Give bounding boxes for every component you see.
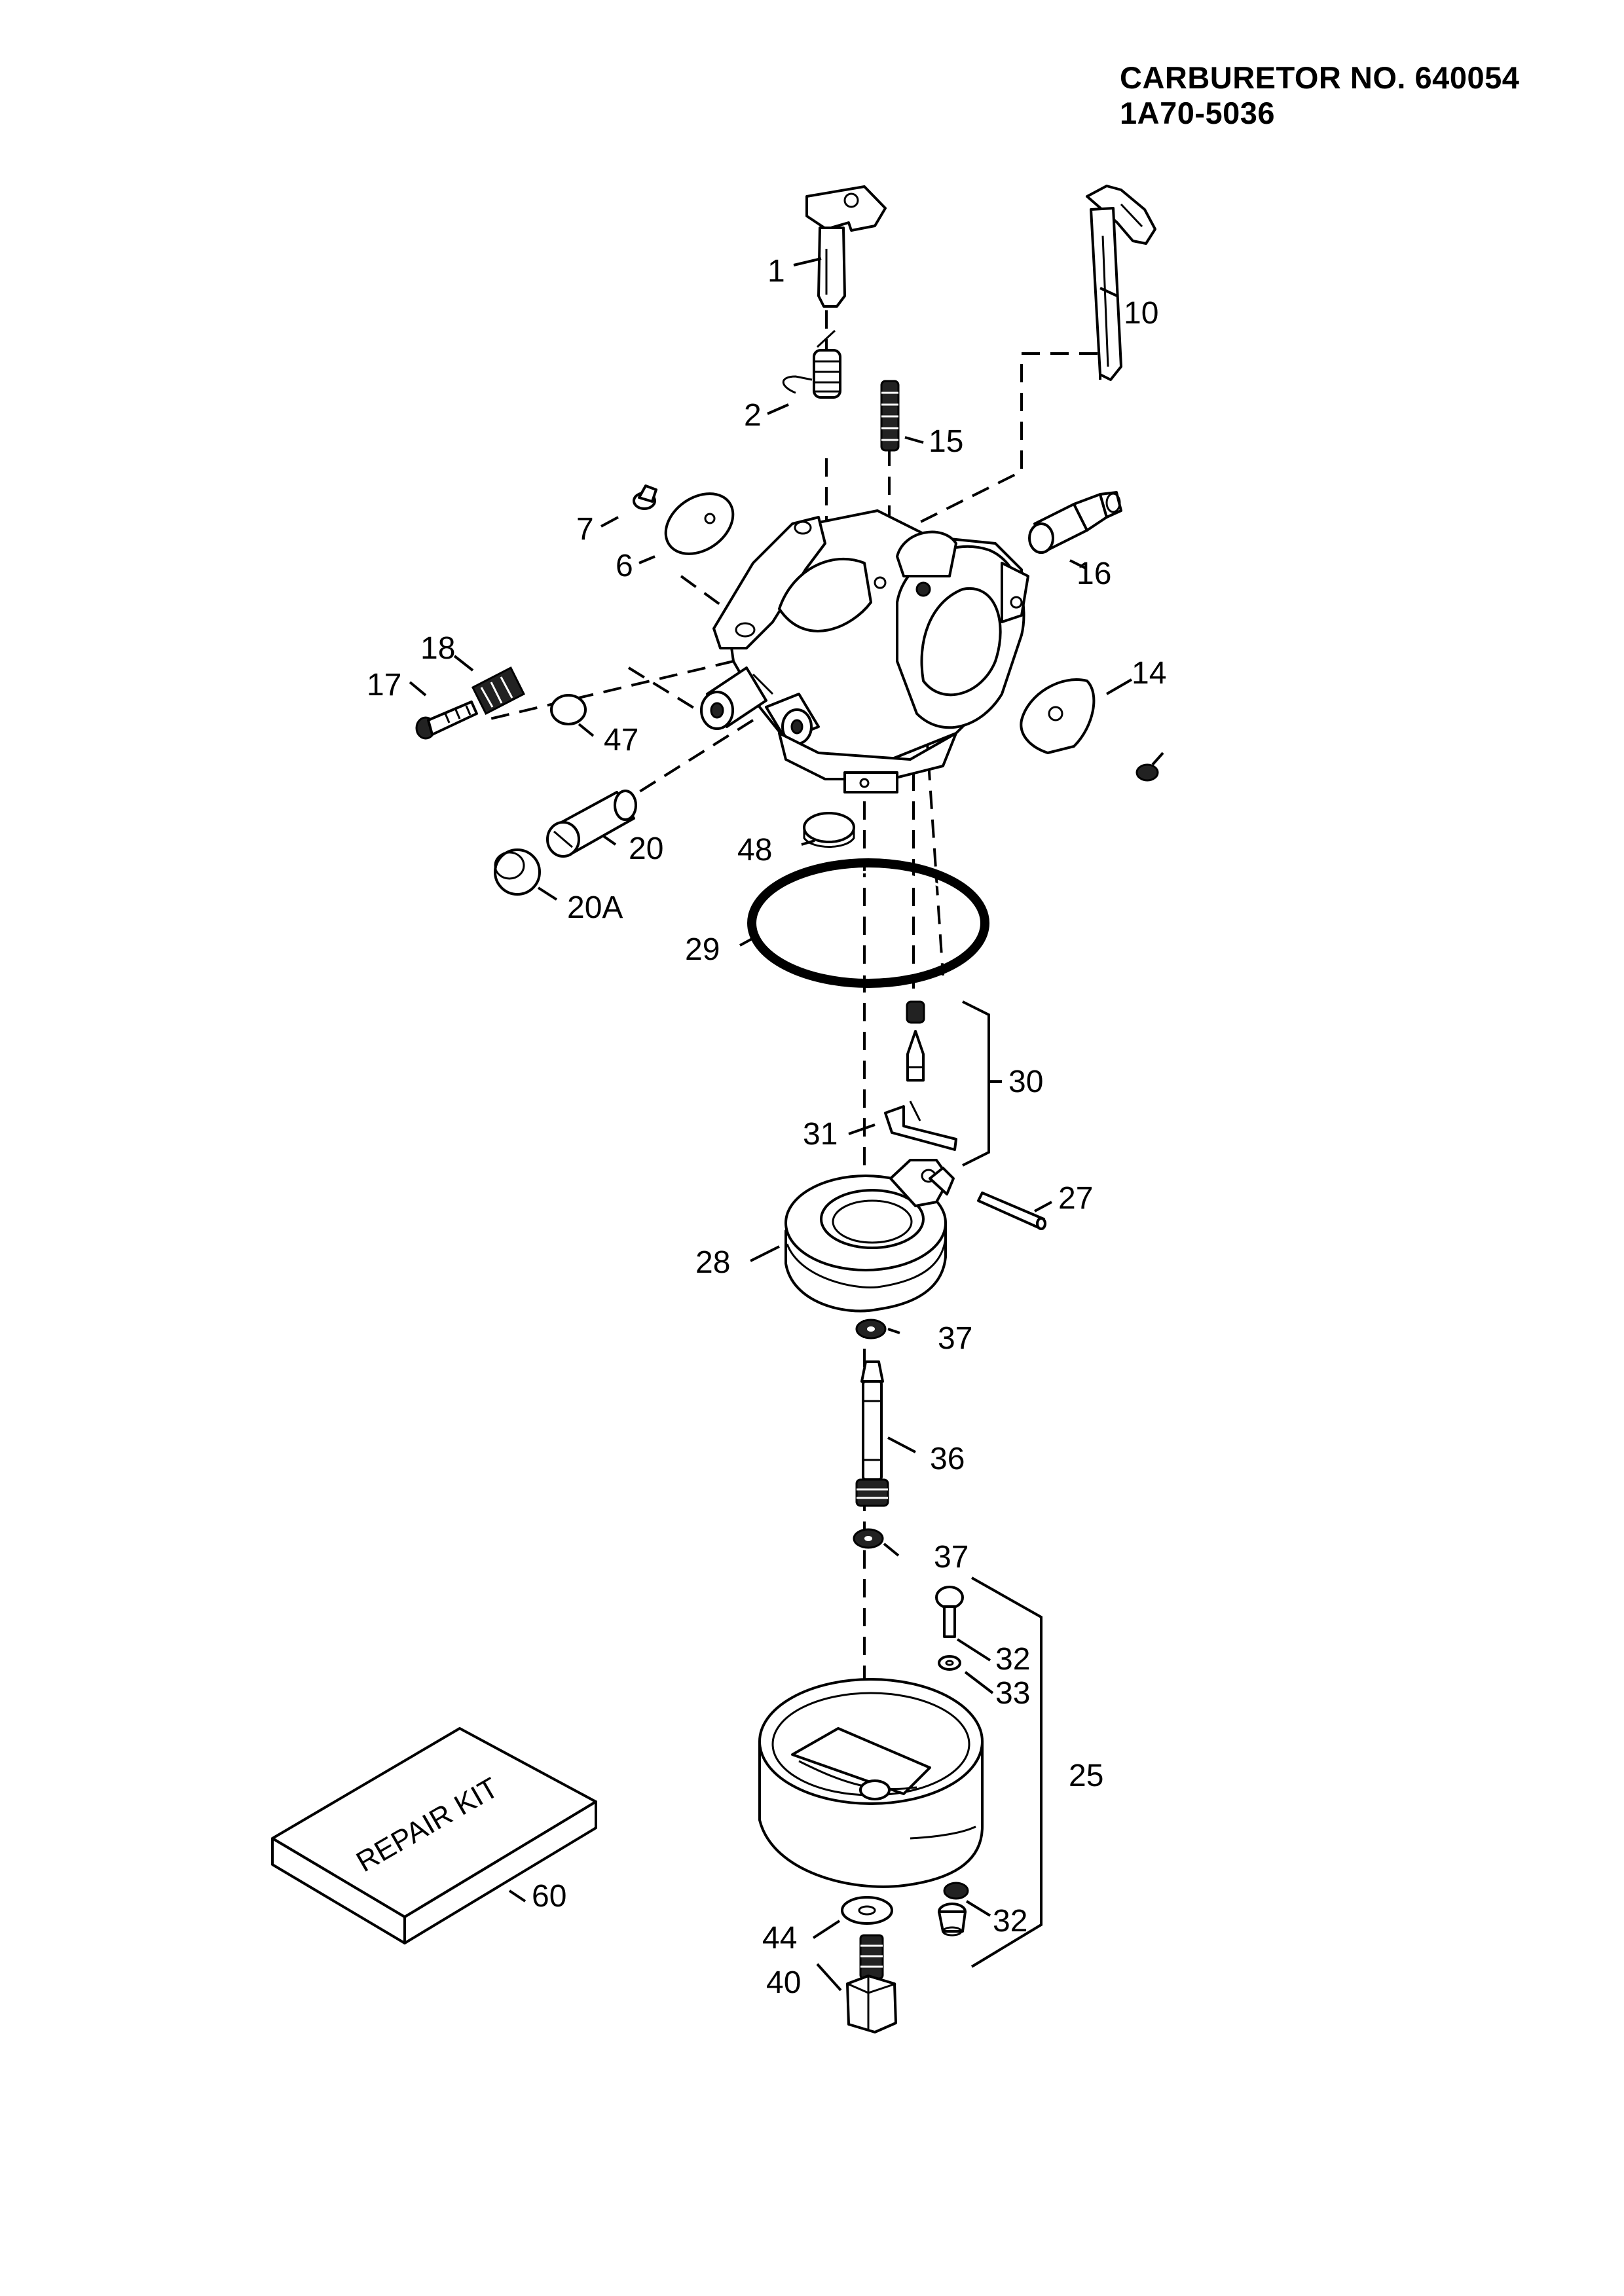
callout-30: 30 (1008, 1065, 1043, 1099)
part-48-welch-plug (803, 812, 855, 848)
part-number: 1A70-5036 (1120, 96, 1276, 130)
part-31-needle-clip (884, 1101, 957, 1151)
part-2-spring (782, 329, 841, 399)
callout-2: 2 (744, 398, 762, 433)
part-14-choke-plate (1020, 678, 1096, 754)
callout-28: 28 (695, 1245, 730, 1280)
callout-44: 44 (762, 1921, 797, 1956)
callout-14: 14 (1132, 656, 1166, 691)
part-60-repair-kit-box: REPAIR KIT (271, 1727, 597, 1944)
callout-37-upper: 37 (938, 1321, 972, 1356)
part-18-idle-spring (471, 666, 526, 716)
part-30-inlet-needle (906, 1000, 925, 1082)
callout-17: 17 (367, 668, 401, 702)
callout-29: 29 (685, 932, 720, 967)
part-7-screw-lower (1135, 763, 1159, 782)
part-44-washer (841, 1896, 893, 1925)
callout-20: 20 (629, 831, 663, 866)
part-37-washer-upper (855, 1319, 887, 1339)
callout-25: 25 (1069, 1758, 1103, 1793)
callout-36: 36 (930, 1442, 965, 1476)
part-25-float-bowl (758, 1678, 984, 1888)
callout-1: 1 (767, 254, 785, 289)
callout-40: 40 (766, 1965, 801, 2000)
callout-32-lower: 32 (993, 1904, 1027, 1939)
callout-37-lower: 37 (934, 1540, 969, 1575)
part-15-spring (880, 380, 900, 452)
callout-15: 15 (929, 424, 963, 459)
part-40-bowl-nut (846, 1934, 897, 2033)
callout-18: 18 (420, 631, 455, 666)
callout-6: 6 (616, 549, 633, 583)
callout-60: 60 (532, 1879, 566, 1914)
part-28-float (784, 1159, 955, 1313)
part-33-drain-washer (938, 1655, 961, 1671)
callout-31: 31 (803, 1117, 838, 1152)
callout-7-upper: 7 (576, 512, 594, 547)
callout-33: 33 (995, 1676, 1030, 1711)
assembly-brackets (962, 1000, 1043, 1968)
callout-27: 27 (1058, 1181, 1093, 1216)
part-20-restrictor-screw (546, 790, 637, 858)
callout-20a: 20A (567, 890, 623, 925)
callout-10: 10 (1124, 296, 1158, 331)
callout-32-upper: 32 (995, 1642, 1030, 1677)
part-32-drain-plunger (935, 1586, 964, 1638)
part-32-drain-lower (938, 1882, 969, 1937)
callout-48: 48 (737, 833, 772, 867)
part-29-bowl-gasket (747, 858, 989, 988)
diagram-header: CARBURETOR NO. 640054 1A70-5036 (1120, 60, 1591, 131)
callout-numbers: 1 2 6 7 10 14 15 16 17 18 20 20A 25 27 2… (367, 254, 1166, 2000)
carburetor-body (700, 509, 1029, 793)
bracket-25 (970, 1576, 1043, 1968)
callout-47: 47 (604, 723, 638, 757)
bracket-30 (962, 1000, 990, 1167)
part-47-welch-plug (550, 694, 587, 725)
part-27-float-shaft (977, 1192, 1046, 1230)
part-17-idle-screw (415, 701, 478, 740)
part-10-choke-shaft (1086, 185, 1156, 381)
part-1-throttle-shaft (805, 185, 887, 308)
part-20a-restrictor-cap (494, 848, 541, 896)
carburetor-number-title: CARBURETOR NO. 640054 (1120, 60, 1520, 95)
part-6-throttle-plate (664, 492, 735, 555)
part-7-screw-upper (633, 484, 657, 510)
leader-lines (409, 257, 1164, 1992)
part-36-main-nozzle (855, 1360, 889, 1507)
part-37-washer-lower (853, 1528, 884, 1549)
part-16-fuel-inlet (1028, 491, 1122, 554)
callout-16: 16 (1077, 556, 1111, 591)
